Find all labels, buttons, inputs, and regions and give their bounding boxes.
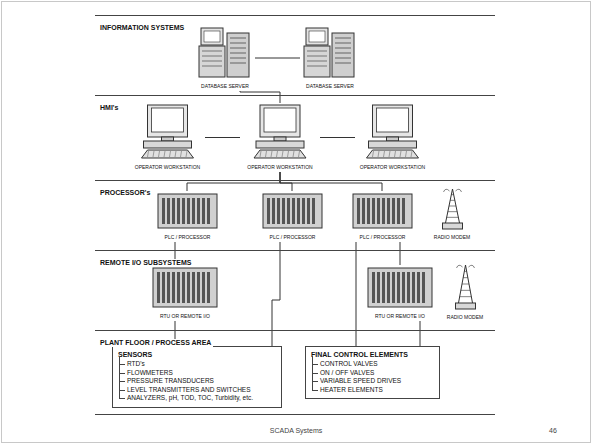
radio-icon xyxy=(445,263,486,311)
plc-drawing xyxy=(153,268,217,307)
network-line xyxy=(255,58,300,59)
device-label: PLC / PROCESSOR xyxy=(165,234,211,240)
ws-icon xyxy=(355,103,430,161)
device-label: DATABASE SERVER xyxy=(201,83,249,89)
plc-icon xyxy=(150,265,220,310)
label-row: RTU OR REMOTE I/O xyxy=(150,310,220,319)
layer-heading: PLANT FLOOR / PROCESS AREA xyxy=(98,339,213,347)
layer-band: HMI'sOPERATOR WORKSTATION OPERATOR WORKST… xyxy=(95,95,495,180)
device-label: RADIO MODEM xyxy=(434,234,470,240)
label-row: DATABASE SERVER xyxy=(195,80,255,89)
list-item: RTD's xyxy=(127,360,145,369)
network-line xyxy=(400,242,401,265)
device-label: DATABASE SERVER xyxy=(306,83,354,89)
label-row: PLC / PROCESSOR xyxy=(155,231,220,240)
radio-modem-box: RADIO MODEM xyxy=(445,263,486,322)
layer-heading: REMOTE I/O SUBSYSTEMS xyxy=(98,259,193,267)
list-item: LEVEL TRANSMITTERS AND SWITCHES xyxy=(127,386,251,395)
workstation-box: OPERATOR WORKSTATION xyxy=(240,103,320,172)
list-item: ON / OFF VALVES xyxy=(320,369,374,378)
layer-heading: INFORMATION SYSTEMS xyxy=(98,24,186,32)
label-row: PLC / PROCESSOR xyxy=(260,231,325,240)
label-row: RADIO MODEM xyxy=(445,311,486,320)
layer-band: REMOTE I/O SUBSYSTEMS RTU OR REMOTE I/O RT… xyxy=(95,250,495,330)
device-list-box: FINAL CONTROL ELEMENTSCONTROL VALVESON /… xyxy=(305,346,440,399)
server-box: DATABASE SERVER xyxy=(300,25,360,91)
radio-drawing xyxy=(455,265,475,309)
list-item: FLOWMETERS xyxy=(127,369,173,378)
plc-icon xyxy=(365,265,435,310)
device-label: RTU OR REMOTE I/O xyxy=(375,313,425,319)
plc-drawing xyxy=(263,194,322,228)
radio-icon xyxy=(432,187,473,231)
plc-icon xyxy=(260,191,325,231)
ws-drawing xyxy=(142,105,194,158)
label-row: DATABASE SERVER xyxy=(300,80,360,89)
network-line xyxy=(240,91,280,103)
processor-box: RTU OR REMOTE I/O xyxy=(365,265,435,321)
server-box: DATABASE SERVER xyxy=(195,25,255,91)
layer-band: INFORMATION SYSTEMS DATABASE SERVER DATABA… xyxy=(95,15,495,95)
processor-box: PLC / PROCESSOR xyxy=(260,191,325,242)
device-label: RTU OR REMOTE I/O xyxy=(160,313,210,319)
plc-icon xyxy=(350,191,415,231)
workstation-box: OPERATOR WORKSTATION xyxy=(355,103,430,172)
device-list-box: SENSORSRTD'sFLOWMETERSPRESSURE TRANSDUCE… xyxy=(112,346,282,408)
network-line xyxy=(280,172,292,191)
box-heading: SENSORS xyxy=(118,350,152,359)
server-drawing xyxy=(304,28,354,77)
layer-band: PROCESSOR'sPLC / PROCESSOR PLC / PROCESSO… xyxy=(95,180,495,250)
network-line xyxy=(320,137,355,138)
label-row: RADIO MODEM xyxy=(432,231,473,240)
ws-icon xyxy=(240,103,320,161)
label-row: PLC / PROCESSOR xyxy=(350,231,415,240)
ws-drawing xyxy=(367,105,419,158)
radio-drawing xyxy=(442,189,462,229)
list-item: PRESSURE TRANSDUCERS xyxy=(127,377,214,386)
workstation-box: OPERATOR WORKSTATION xyxy=(130,103,205,172)
list-item: ANALYZERS, pH, TOD, TOC, Turbidity, etc. xyxy=(127,394,253,403)
footer-text: SCADA Systems xyxy=(270,426,323,435)
list-item: VARIABLE SPEED DRIVES xyxy=(320,377,401,386)
label-row: RTU OR REMOTE I/O xyxy=(365,310,435,319)
network-line xyxy=(280,172,382,191)
box-heading: FINAL CONTROL ELEMENTS xyxy=(311,350,408,359)
layer-heading: HMI's xyxy=(98,104,120,112)
server-icon xyxy=(300,25,360,80)
ws-drawing xyxy=(254,105,306,158)
layer-band: PLANT FLOOR / PROCESS AREASENSORSRTD'sFL… xyxy=(95,330,495,415)
radio-modem-box: RADIO MODEM xyxy=(432,187,473,242)
processor-box: RTU OR REMOTE I/O xyxy=(150,265,220,321)
page-number: 46 xyxy=(549,426,557,435)
network-line xyxy=(205,137,240,138)
list-item: HEATER ELEMENTS xyxy=(320,386,383,395)
plc-icon xyxy=(155,191,220,231)
server-icon xyxy=(195,25,255,80)
label-row: OPERATOR WORKSTATION xyxy=(355,161,430,170)
device-label: RADIO MODEM xyxy=(447,314,483,320)
plc-drawing xyxy=(368,268,432,307)
device-label: PLC / PROCESSOR xyxy=(360,234,406,240)
label-row: OPERATOR WORKSTATION xyxy=(130,161,205,170)
ws-icon xyxy=(130,103,205,161)
processor-box: PLC / PROCESSOR xyxy=(155,191,220,242)
processor-box: PLC / PROCESSOR xyxy=(350,191,415,242)
label-row: OPERATOR WORKSTATION xyxy=(240,161,320,170)
network-line xyxy=(420,321,421,346)
device-label: OPERATOR WORKSTATION xyxy=(247,164,312,170)
device-label: OPERATOR WORKSTATION xyxy=(135,164,200,170)
plc-drawing xyxy=(158,194,217,228)
plc-drawing xyxy=(353,194,412,228)
device-label: PLC / PROCESSOR xyxy=(270,234,316,240)
device-label: OPERATOR WORKSTATION xyxy=(360,164,425,170)
list-item: CONTROL VALVES xyxy=(320,360,378,369)
layer-heading: PROCESSOR's xyxy=(98,189,152,197)
network-line xyxy=(187,172,280,191)
server-drawing xyxy=(199,28,249,77)
